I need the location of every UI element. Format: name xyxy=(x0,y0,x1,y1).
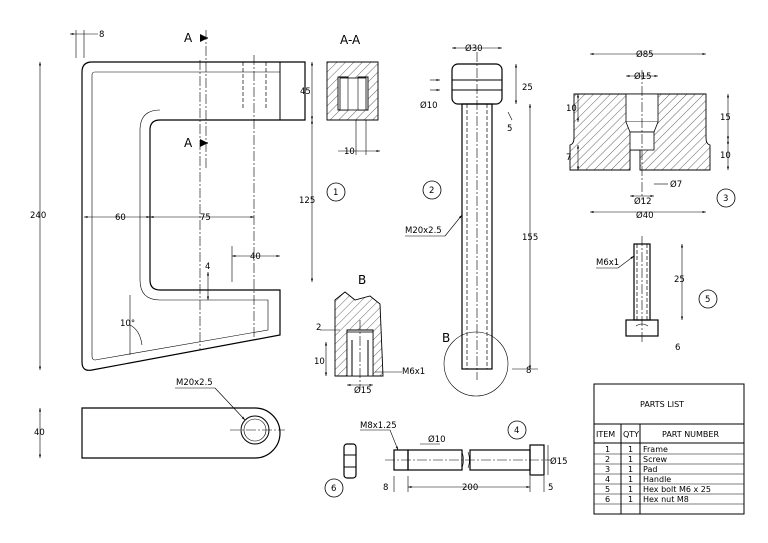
parts-row-6-part: Hex nut M8 xyxy=(643,495,689,504)
parts-list-header-qty: QTY xyxy=(623,430,639,439)
screw-dim-d10: Ø10 xyxy=(420,100,438,111)
parts-list-table: PARTS LIST ITEM QTY PART NUMBER 1 1 Fram… xyxy=(593,383,745,515)
pad-dim-d85: Ø85 xyxy=(636,49,654,60)
bolt-thread-label: M6x1 xyxy=(596,258,619,268)
detail-dim-d15: Ø15 xyxy=(354,385,372,396)
screw-dim-8: 8 xyxy=(526,366,531,376)
frame-dim-angle: 10° xyxy=(120,319,135,329)
side-dim-40: 40 xyxy=(34,428,45,438)
handle-thread-label: M8x1.25 xyxy=(360,421,397,431)
parts-row-1-part: Frame xyxy=(643,445,668,454)
pad-dim-d15: Ø15 xyxy=(634,71,652,82)
handle-dim-200: 200 xyxy=(462,483,478,493)
frame-side-view: 40 M20x2.5 xyxy=(34,378,285,459)
handle-dim-d10: Ø10 xyxy=(428,434,446,445)
section-aa-view: A-A 10 xyxy=(326,33,380,157)
balloon-6: 6 xyxy=(331,484,336,494)
frame-dim-45: 45 xyxy=(300,87,311,97)
frame-dim-240: 240 xyxy=(30,211,46,221)
balloon-3: 3 xyxy=(723,194,728,204)
detail-dim-2: 2 xyxy=(316,323,321,333)
section-aa-title: A-A xyxy=(340,33,361,47)
frame-dim-60: 60 xyxy=(115,213,126,223)
screw-dim-5: 5 xyxy=(507,124,512,134)
frame-dim-40: 40 xyxy=(250,252,261,262)
cut-a-bottom-label: A xyxy=(184,136,193,150)
bolt-dim-6: 6 xyxy=(675,343,680,353)
frame-dim-8: 8 xyxy=(99,30,104,40)
balloon-2: 2 xyxy=(429,186,434,196)
parts-row-1-qty: 1 xyxy=(628,445,633,454)
parts-row-4-qty: 1 xyxy=(628,475,633,484)
parts-row-3-item: 3 xyxy=(605,465,610,474)
side-thread-label: M20x2.5 xyxy=(176,378,213,388)
detail-thread-label: M6x1 xyxy=(402,367,425,377)
handle-view: M8x1.25 Ø10 Ø15 8 200 5 xyxy=(360,421,568,493)
pad-dim-10b: 10 xyxy=(720,151,731,161)
detail-b-view: B 2 10 Ø15 M6x1 xyxy=(314,273,425,396)
parts-row-6-item: 6 xyxy=(605,495,610,504)
pad-dim-10a: 10 xyxy=(566,104,577,114)
screw-thread-label: M20x2.5 xyxy=(405,226,442,236)
parts-list-header-item: ITEM xyxy=(596,430,615,439)
parts-row-2-item: 2 xyxy=(605,455,610,464)
parts-row-6-qty: 1 xyxy=(628,495,633,504)
hex-nut-view xyxy=(343,443,357,479)
hex-bolt-view: M6x1 25 6 xyxy=(596,236,685,353)
balloon-1: 1 xyxy=(333,188,338,198)
parts-list-title: PARTS LIST xyxy=(640,400,684,409)
parts-row-3-qty: 1 xyxy=(628,465,633,474)
frame-dim-75: 75 xyxy=(200,213,211,223)
screw-view: Ø30 Ø10 25 5 155 M20x2.5 8 B xyxy=(405,43,538,397)
screw-dim-155: 155 xyxy=(522,233,538,243)
parts-list-header-part: PART NUMBER xyxy=(662,430,719,439)
section-aa-dim-10: 10 xyxy=(344,147,355,157)
pad-dim-d40: Ø40 xyxy=(636,210,654,221)
item-balloons: 1 2 3 4 5 6 xyxy=(324,180,736,498)
parts-row-5-qty: 1 xyxy=(628,485,633,494)
parts-row-5-item: 5 xyxy=(605,485,610,494)
handle-dim-d15: Ø15 xyxy=(550,456,568,467)
bolt-dim-25: 25 xyxy=(674,275,685,285)
parts-row-2-part: Screw xyxy=(643,455,668,464)
pad-dim-d12: Ø12 xyxy=(634,196,652,207)
pad-view: Ø85 Ø15 10 15 7 10 Ø7 Ø12 Ø40 xyxy=(566,49,731,221)
screw-dim-d30: Ø30 xyxy=(465,43,483,54)
balloon-4: 4 xyxy=(514,426,519,436)
parts-row-4-item: 4 xyxy=(605,475,610,484)
detail-b-callout: B xyxy=(442,331,450,345)
screw-dim-25: 25 xyxy=(522,83,533,93)
handle-dim-8: 8 xyxy=(383,483,388,493)
parts-row-2-qty: 1 xyxy=(628,455,633,464)
frame-dim-4: 4 xyxy=(205,262,210,272)
parts-row-1-item: 1 xyxy=(605,445,610,454)
cut-a-top-label: A xyxy=(184,31,193,45)
pad-dim-7: 7 xyxy=(566,153,571,163)
handle-dim-5: 5 xyxy=(548,483,553,493)
pad-dim-15: 15 xyxy=(720,113,731,123)
frame-front-view: A A 8 240 45 125 60 75 40 4 10° xyxy=(30,30,315,371)
detail-b-title: B xyxy=(358,273,366,287)
frame-dim-125: 125 xyxy=(299,196,315,206)
pad-dim-d7: Ø7 xyxy=(670,179,682,190)
parts-row-3-part: Pad xyxy=(643,465,657,474)
detail-dim-10: 10 xyxy=(314,357,325,367)
parts-row-4-part: Handle xyxy=(643,475,671,484)
balloon-5: 5 xyxy=(705,295,710,305)
parts-row-5-part: Hex bolt M6 x 25 xyxy=(643,485,711,494)
